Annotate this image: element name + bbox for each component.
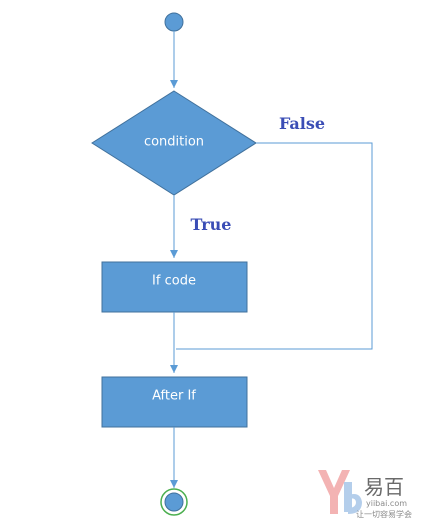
watermark-logo (318, 470, 362, 514)
if-code-label: If code (152, 274, 196, 289)
after-if-node (101, 376, 248, 428)
end-node-ring (160, 488, 188, 516)
watermark-slogan: 让一切容易学会 (356, 509, 412, 519)
false-label: False (279, 114, 325, 133)
end-node (164, 492, 184, 512)
condition-label: condition (144, 135, 204, 150)
after-if-label: After If (152, 389, 196, 404)
true-label: True (191, 215, 232, 234)
watermark-domain: yiibai.com (366, 499, 407, 508)
start-node (164, 12, 184, 32)
edge-false-branch (176, 142, 373, 350)
watermark-brand: 易百 (364, 475, 404, 499)
if-code-node (101, 261, 248, 313)
